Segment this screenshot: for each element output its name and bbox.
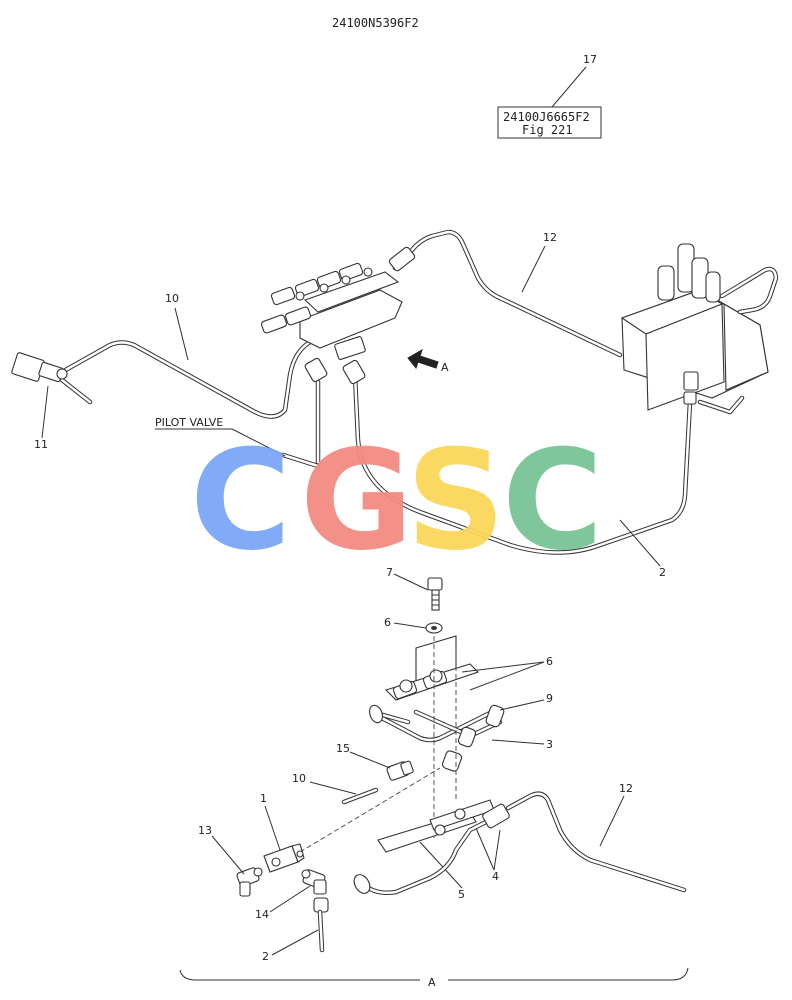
watermark-letter-g: G — [300, 420, 413, 581]
clamp-plates-lower — [377, 799, 495, 853]
elbow-14 — [301, 869, 327, 895]
view-arrow-a: A — [407, 348, 449, 374]
pilot-manifold — [260, 246, 416, 385]
watermark-letter-c2: C — [502, 420, 603, 581]
callout-9: 9 — [546, 692, 553, 705]
sensor-11 — [11, 352, 93, 405]
bolt-7 — [427, 577, 443, 611]
detail-a-assembly: 7 6 6 9 — [179, 566, 689, 989]
callout-15: 15 — [336, 742, 350, 755]
reference-code: 24100J6665F2 — [503, 110, 590, 124]
callout-4: 4 — [492, 870, 499, 883]
callout-11: 11 — [34, 438, 48, 451]
callout-5: 5 — [458, 888, 465, 901]
detail-a-bracket — [179, 967, 689, 981]
callout-2-upper: 2 — [659, 566, 666, 579]
callout-12-upper: 12 — [543, 231, 557, 244]
cgsc-watermark: C G S C — [190, 420, 603, 581]
pilot-valve-label: PILOT VALVE — [155, 416, 223, 429]
callout-13: 13 — [198, 824, 212, 837]
callout-10-detail: 10 — [292, 772, 306, 785]
fitting-15 — [386, 760, 414, 781]
reference-fig: Fig 221 — [522, 123, 573, 137]
watermark-letter-s: S — [406, 420, 505, 581]
watermark-letter-c1: C — [190, 420, 291, 581]
clamp-bracket — [384, 635, 480, 701]
callout-3: 3 — [546, 738, 553, 751]
reference-frame — [497, 106, 602, 139]
elbow-13 — [236, 867, 263, 897]
callout-14: 14 — [255, 908, 269, 921]
reference-box: 17 24100J6665F2 Fig 221 — [497, 53, 602, 139]
pipe-10-upper — [59, 325, 348, 419]
control-valve — [620, 243, 779, 415]
pipe-12-detail — [505, 791, 687, 893]
upper-assembly: PILOT VALVE — [11, 229, 779, 579]
callout-1: 1 — [260, 792, 267, 805]
pipe-12-upper — [392, 229, 623, 358]
tube-2-detail — [313, 897, 329, 953]
callout-6a: 6 — [384, 616, 391, 629]
view-arrow-label: A — [441, 361, 449, 374]
callout-7: 7 — [386, 566, 393, 579]
callout-2-detail: 2 — [262, 950, 269, 963]
callout-10-upper: 10 — [165, 292, 179, 305]
drawing-code: 24100N5396F2 — [332, 16, 419, 30]
detail-a-title: A — [428, 976, 436, 989]
callout-12-detail: 12 — [619, 782, 633, 795]
pipe-bundle — [369, 704, 505, 772]
callout-6b: 6 — [546, 655, 553, 668]
callout-17: 17 — [583, 53, 597, 66]
tee-block-1 — [263, 843, 305, 873]
